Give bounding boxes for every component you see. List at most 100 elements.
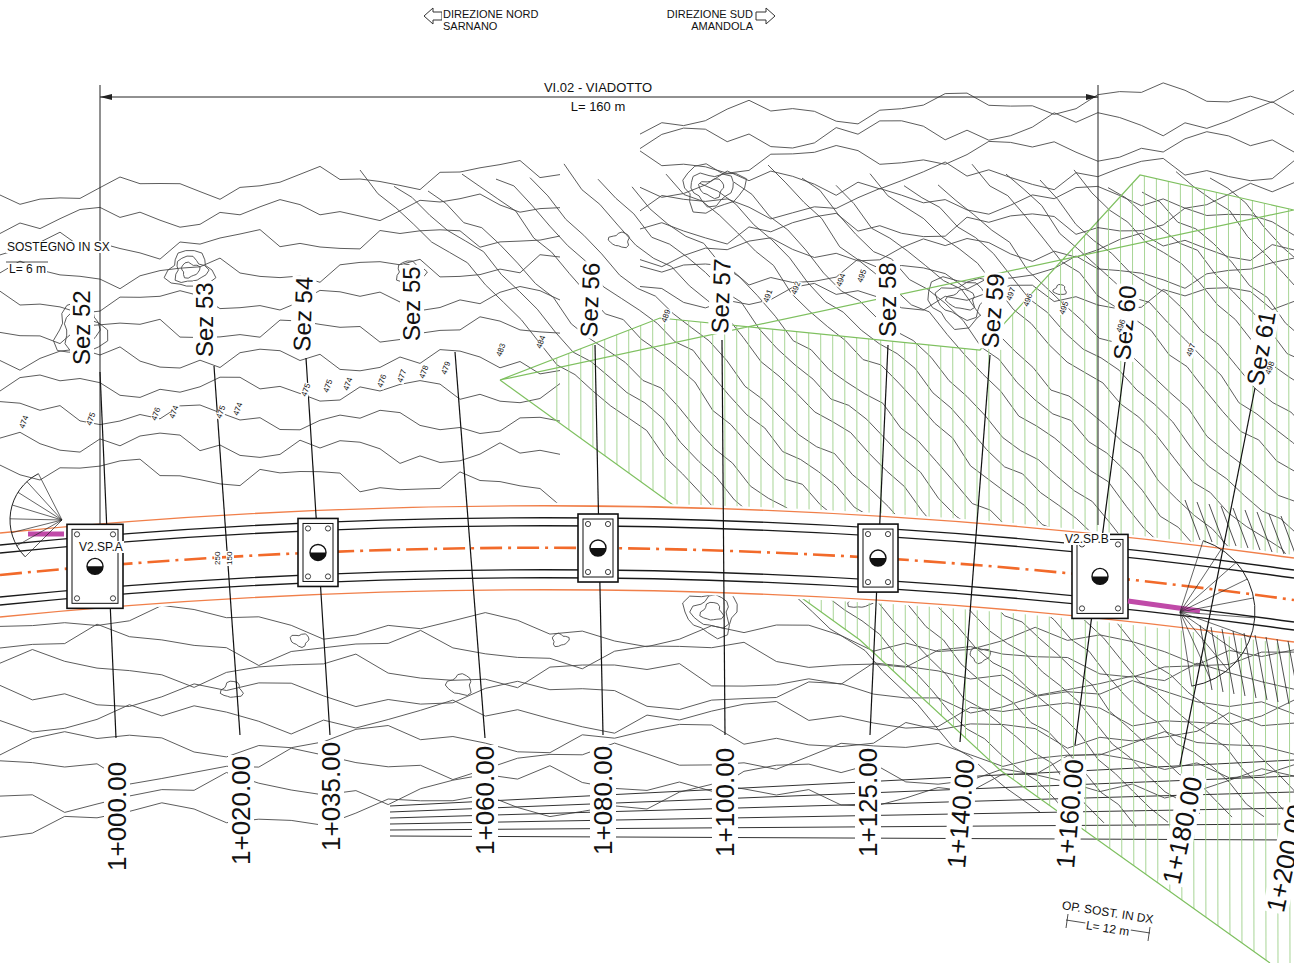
pier-column-fill bbox=[870, 558, 886, 566]
contour-elevation: 474 bbox=[168, 404, 181, 421]
contour-line bbox=[0, 432, 560, 463]
contour-elevation: 484 bbox=[535, 334, 548, 351]
dimension-title: VI.02 - VIADOTTO bbox=[543, 81, 653, 94]
dimension-tick bbox=[1148, 927, 1150, 941]
pile-mark bbox=[865, 579, 870, 584]
hill-contour bbox=[175, 256, 209, 282]
pile-mark bbox=[605, 569, 610, 574]
hatch-line bbox=[772, 0, 774, 963]
contour-line bbox=[0, 402, 560, 434]
contour-line bbox=[640, 256, 1294, 289]
section-line bbox=[1180, 388, 1255, 765]
contour-line bbox=[640, 132, 1294, 174]
pile-mark bbox=[1115, 542, 1120, 547]
hatch-line bbox=[1276, 0, 1278, 963]
piers bbox=[67, 514, 1128, 618]
contour-line bbox=[0, 713, 1294, 757]
slope-hatch bbox=[1233, 508, 1248, 548]
slope-hatch bbox=[1221, 506, 1236, 546]
pile-mark bbox=[585, 569, 590, 574]
contour-elevation: 477 bbox=[396, 368, 409, 385]
dimension-arrow bbox=[1086, 94, 1098, 100]
direction-note: DIREZIONE SUD AMANDOLA bbox=[648, 9, 754, 32]
contour-line bbox=[0, 255, 560, 289]
contour-elevation: 497 bbox=[1005, 286, 1018, 303]
hill-contour bbox=[935, 283, 985, 321]
hill-contour bbox=[691, 173, 733, 207]
hatch-line bbox=[568, 0, 570, 963]
hatch-line bbox=[832, 0, 834, 963]
hatch-line bbox=[760, 0, 762, 963]
pier-outline bbox=[67, 524, 123, 608]
slope-hatch bbox=[1222, 629, 1234, 694]
hatch-line bbox=[664, 0, 666, 963]
road-band bbox=[0, 503, 1294, 645]
contour-line bbox=[640, 83, 1294, 134]
hatch-line bbox=[988, 0, 990, 963]
hill-contour bbox=[690, 595, 729, 629]
contour-elevation: 479 bbox=[440, 360, 453, 377]
slope-hatch bbox=[1255, 635, 1267, 700]
lower-line bbox=[390, 792, 1294, 818]
contour-line bbox=[640, 233, 1294, 267]
dimension-line bbox=[100, 97, 1098, 98]
hatch-line bbox=[748, 0, 750, 963]
hatch-line bbox=[1120, 0, 1122, 963]
hill-contour bbox=[181, 262, 200, 278]
slope-hatch bbox=[1245, 510, 1260, 550]
structure-length: L= 6 m bbox=[8, 263, 47, 275]
fan-line bbox=[1180, 612, 1211, 680]
fan-arc bbox=[10, 474, 38, 557]
fan-line bbox=[17, 520, 62, 546]
section-label: Sez 59 bbox=[978, 272, 1009, 351]
hatch-line bbox=[1168, 0, 1170, 963]
contour-elevation: 474 bbox=[232, 401, 245, 418]
dimension-arrow bbox=[100, 94, 112, 100]
pier-column-fill bbox=[310, 552, 326, 560]
hatch-line bbox=[556, 0, 558, 963]
contour-elevation: 474 bbox=[18, 414, 31, 431]
pier-footing bbox=[863, 529, 893, 587]
pier-outline bbox=[858, 524, 898, 592]
contour-elevation: 475 bbox=[215, 404, 228, 421]
lower-line bbox=[390, 836, 1294, 840]
hill-contour bbox=[970, 648, 991, 664]
hatch-line bbox=[1000, 0, 1002, 963]
fan-line bbox=[1180, 579, 1247, 612]
slope-fans bbox=[10, 474, 1294, 706]
fan-line bbox=[1180, 612, 1228, 670]
hatch-line bbox=[1096, 0, 1098, 963]
chainage: 1+080.00 bbox=[590, 745, 616, 856]
dimension-value: 250 bbox=[214, 551, 222, 566]
pier-footing bbox=[583, 519, 613, 577]
pier-column-fill bbox=[1092, 576, 1108, 584]
hatch-line bbox=[700, 0, 702, 963]
green-boundary bbox=[500, 175, 1294, 380]
contour-line bbox=[1142, 192, 1294, 573]
contour-elevation: 495 bbox=[1058, 300, 1071, 317]
chainage: 1+160.00 bbox=[1052, 757, 1088, 870]
pile-mark bbox=[1079, 606, 1084, 611]
lower-line bbox=[390, 776, 1294, 812]
fan-line bbox=[1180, 612, 1255, 618]
slope-hatch bbox=[1266, 637, 1278, 702]
hill-contour bbox=[945, 289, 974, 310]
pile-mark bbox=[110, 532, 115, 537]
fan-line bbox=[27, 482, 62, 520]
hill-contour bbox=[552, 633, 569, 646]
hatch-line bbox=[1228, 0, 1230, 963]
contour-line bbox=[640, 102, 1294, 149]
extension-line bbox=[100, 85, 101, 525]
contour-elevation: 494 bbox=[835, 272, 848, 289]
section-line bbox=[214, 366, 240, 735]
direction-note: DIREZIONE NORD SARNANO bbox=[442, 9, 544, 32]
hatch-line bbox=[1156, 0, 1158, 963]
hatch-line bbox=[1132, 0, 1134, 963]
section-label: Sez 61 bbox=[1243, 308, 1280, 388]
pier-column bbox=[590, 540, 606, 556]
hatch-line bbox=[844, 0, 846, 963]
section-label: Sez 58 bbox=[876, 261, 900, 338]
contour-line bbox=[836, 185, 1266, 569]
hatch-line bbox=[688, 0, 690, 963]
